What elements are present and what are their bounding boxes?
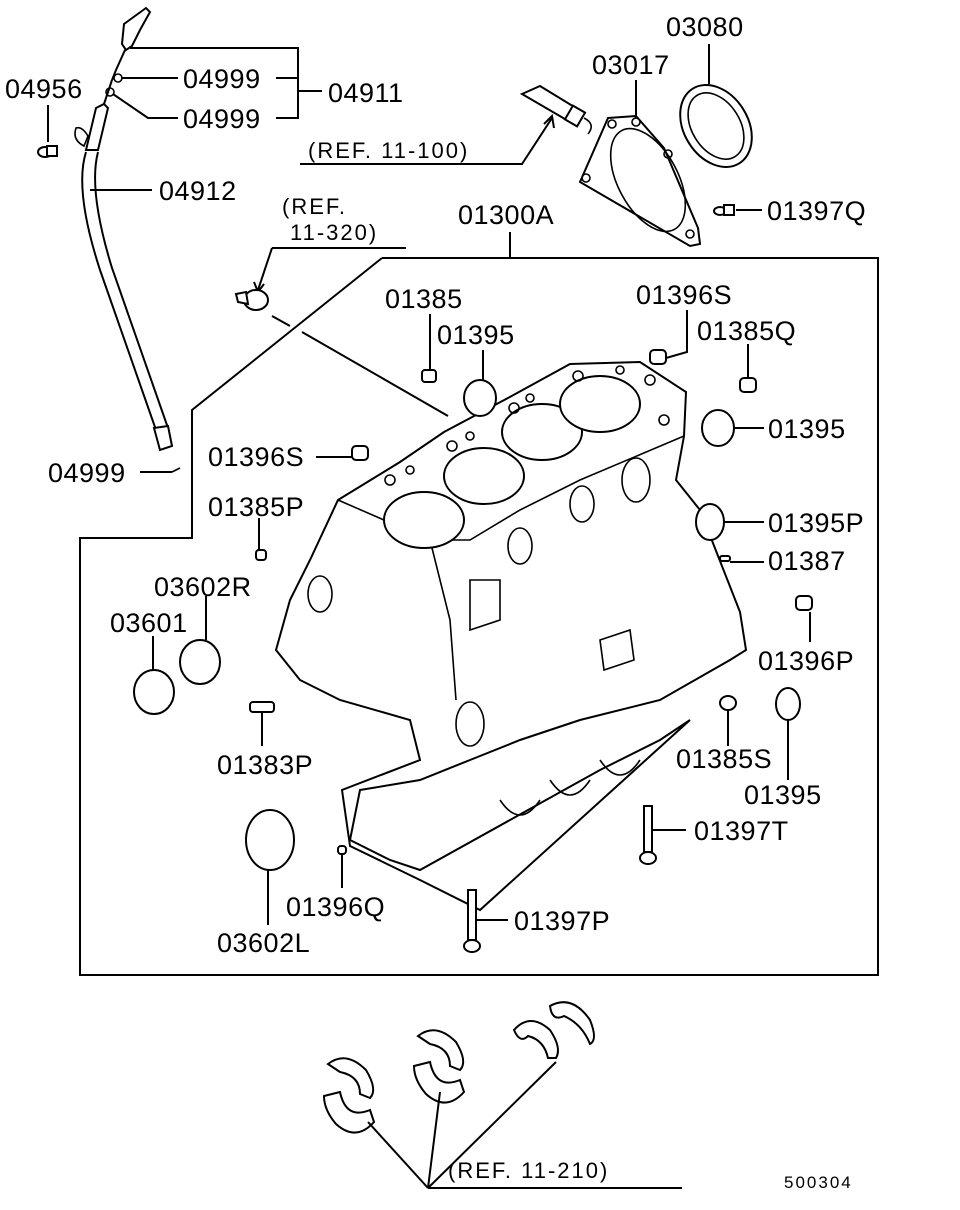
- ref-link-11-100[interactable]: (REF. 11-100): [308, 138, 470, 163]
- leader-lines-dipstick: [47, 47, 322, 473]
- o-ring-upper: [113, 73, 123, 83]
- dowel-01396P: [795, 595, 813, 611]
- dipstick-assembly: [37, 6, 181, 473]
- part-label-01395-upper[interactable]: 01395: [437, 320, 515, 350]
- part-label-01385P[interactable]: 01385P: [208, 492, 305, 522]
- ref-link-11-210[interactable]: (REF. 11-210): [448, 1158, 610, 1183]
- figure-code: 500304: [784, 1173, 853, 1192]
- part-label-01385Q[interactable]: 01385Q: [697, 316, 797, 346]
- part-label-04999-lower[interactable]: 04999: [183, 104, 261, 134]
- part-label-01395-lower[interactable]: 01395: [744, 780, 822, 810]
- bearing-shell-1-lower: [322, 1090, 376, 1134]
- part-label-01397P[interactable]: 01397P: [514, 906, 611, 936]
- part-label-01397T[interactable]: 01397T: [694, 816, 789, 846]
- ref-11-100-leader: [300, 113, 555, 165]
- part-label-03602R[interactable]: 03602R: [154, 572, 252, 602]
- part-label-03080[interactable]: 03080: [666, 12, 744, 42]
- dipstick-pin: [171, 467, 181, 473]
- part-label-04956[interactable]: 04956: [5, 74, 83, 104]
- thrust-washer-2: [548, 1001, 595, 1046]
- sealant-tube: [519, 84, 592, 135]
- ref-11-210-leader: [367, 1061, 682, 1189]
- plug-01385S: [719, 695, 737, 711]
- cap-01395-b: [701, 409, 735, 447]
- bearing-shells: [322, 1001, 595, 1134]
- dipstick-handle: [120, 6, 152, 52]
- part-label-04999-upper[interactable]: 04999: [183, 64, 261, 94]
- plug-01385: [421, 369, 437, 383]
- bolt-icon: [37, 145, 58, 158]
- cylinder-bore-2: [443, 447, 525, 505]
- cylinder-bore-1: [383, 491, 465, 549]
- part-label-01383P[interactable]: 01383P: [217, 750, 314, 780]
- part-label-03017[interactable]: 03017: [592, 50, 670, 80]
- thrust-washer-1: [512, 1020, 559, 1059]
- bearing-03602L: [245, 809, 295, 871]
- part-label-01396P[interactable]: 01396P: [758, 646, 855, 676]
- bearing-shell-2-lower: [412, 1060, 466, 1104]
- part-label-01300A[interactable]: 01300A: [458, 200, 555, 230]
- plug-01385P: [255, 549, 267, 561]
- part-label-01395-right[interactable]: 01395: [768, 414, 846, 444]
- bolt-01397P: [467, 889, 477, 941]
- part-label-01396S-upper[interactable]: 01396S: [636, 280, 733, 310]
- part-label-03602L[interactable]: 03602L: [217, 928, 311, 958]
- cap-01395P: [695, 503, 725, 541]
- bearing-03601: [133, 669, 175, 715]
- part-label-01396Q[interactable]: 01396Q: [286, 892, 386, 922]
- part-label-01395P[interactable]: 01395P: [768, 508, 865, 538]
- cylinder-bore-3: [501, 403, 583, 461]
- part-label-04911[interactable]: 04911: [328, 78, 404, 108]
- dowel-01396S-a: [649, 349, 667, 365]
- dowel-01396S-b: [351, 445, 369, 461]
- oil-seal: [679, 84, 753, 168]
- cylinder-block: [274, 360, 748, 912]
- part-label-01385[interactable]: 01385: [385, 284, 463, 314]
- part-label-03601[interactable]: 03601: [110, 608, 188, 638]
- part-label-01385S[interactable]: 01385S: [676, 744, 773, 774]
- dipstick-tube: [81, 151, 169, 431]
- plug-01385Q: [739, 377, 757, 393]
- stud-01383P: [249, 701, 275, 713]
- part-label-04912[interactable]: 04912: [159, 176, 237, 206]
- part-label-04999-tip[interactable]: 04999: [48, 458, 126, 488]
- cap-01395-c: [775, 687, 801, 721]
- dipstick-clip: [74, 126, 89, 148]
- cylinder-bore-4: [559, 375, 641, 433]
- bearing-shell-1-upper: [326, 1057, 375, 1100]
- ref-link-11-320-line1[interactable]: (REF.: [282, 194, 347, 219]
- bearing-03602R: [179, 639, 221, 685]
- oil-seal-case: [578, 114, 702, 248]
- leader-lines-block: [152, 310, 811, 925]
- ref-link-11-320-line2[interactable]: 11-320): [290, 220, 379, 245]
- assembly-frame: [79, 232, 879, 976]
- bolt-01397T: [643, 805, 653, 853]
- sensor-part: [234, 289, 269, 311]
- part-label-01397Q[interactable]: 01397Q: [767, 196, 867, 226]
- cap-01395-a: [463, 379, 497, 417]
- part-label-01396S-left[interactable]: 01396S: [208, 442, 305, 472]
- part-label-01387[interactable]: 01387: [768, 546, 846, 576]
- small-parts: [133, 349, 813, 953]
- bearing-shell-2-upper: [416, 1029, 465, 1072]
- dowel-01396Q: [337, 845, 347, 855]
- pin-01387: [719, 555, 731, 562]
- bolt-icon: [713, 204, 735, 216]
